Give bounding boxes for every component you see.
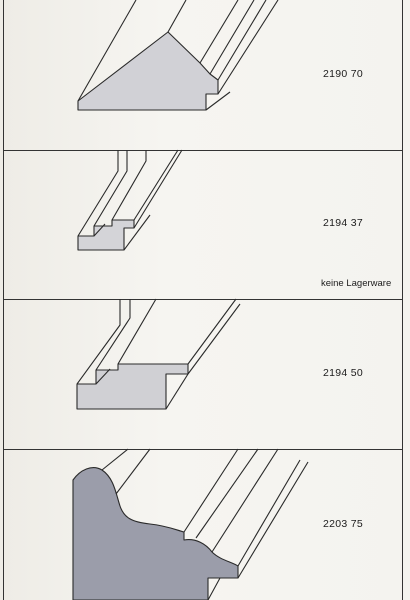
panel-frame-1 <box>3 0 403 150</box>
panel-frame-4 <box>3 449 403 600</box>
panel-divider <box>3 299 402 300</box>
panel-frame-3 <box>3 299 403 449</box>
profile-drawing-2194-50 <box>76 298 241 410</box>
profile-drawing-2194-37 <box>77 149 183 251</box>
profile-drawing-2190-70 <box>77 0 279 111</box>
product-code: 2190 70 <box>323 68 364 80</box>
availability-note: keine Lagerware <box>321 278 392 289</box>
panel-divider <box>3 150 402 151</box>
panel-divider <box>3 449 402 450</box>
product-code: 2194 50 <box>323 367 364 379</box>
profile-drawing-2203-75 <box>72 448 309 600</box>
product-code: 2203 75 <box>323 518 364 530</box>
product-code: 2194 37 <box>323 217 364 229</box>
panel-frame-2 <box>3 150 403 299</box>
